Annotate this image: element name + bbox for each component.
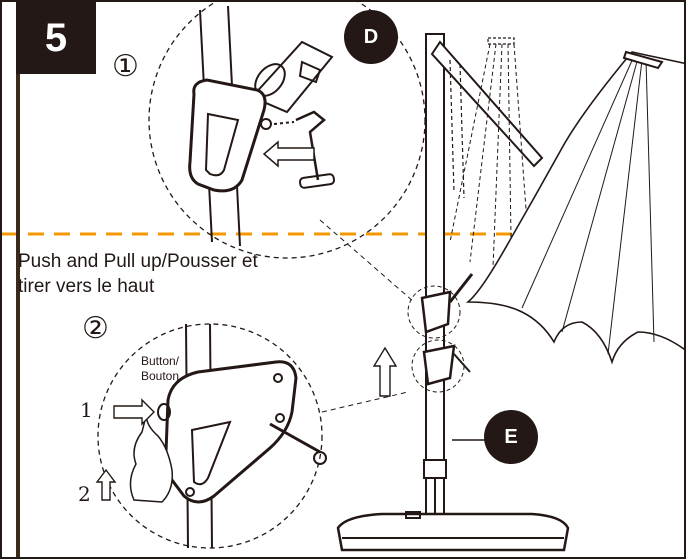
instruction-line-2: tirer vers le haut	[18, 276, 155, 297]
substep-one-marker: ①	[112, 49, 139, 84]
sequence-label-1: 1	[80, 398, 93, 422]
substep-two-marker: ②	[82, 311, 109, 346]
lift-arrow	[372, 346, 398, 397]
insert-arrow	[262, 140, 315, 168]
left-margin-rule	[16, 2, 20, 557]
leader-line-top	[319, 219, 415, 303]
step-number-badge: 5	[16, 2, 96, 74]
pull-arrow	[95, 468, 117, 501]
button-label-line-1: Button/	[140, 354, 180, 368]
detail-circle-bottom	[97, 323, 323, 549]
umbrella-assembly	[336, 33, 684, 552]
button-label: Button/ Bouton	[130, 354, 190, 384]
callout-e-badge: E	[484, 410, 538, 464]
instruction-text: Push and Pull up/Pousser et tirer vers l…	[18, 249, 338, 299]
pole-detail-top	[188, 5, 336, 247]
sequence-label-2: 2	[78, 482, 91, 506]
instruction-line-1: Push and Pull up/Pousser et	[18, 251, 258, 272]
callout-d-badge: D	[344, 10, 398, 64]
pole-detail-bottom	[129, 323, 327, 549]
push-arrow	[113, 398, 155, 426]
leader-line-bottom	[321, 391, 409, 413]
button-label-line-2: Bouton	[140, 369, 180, 383]
